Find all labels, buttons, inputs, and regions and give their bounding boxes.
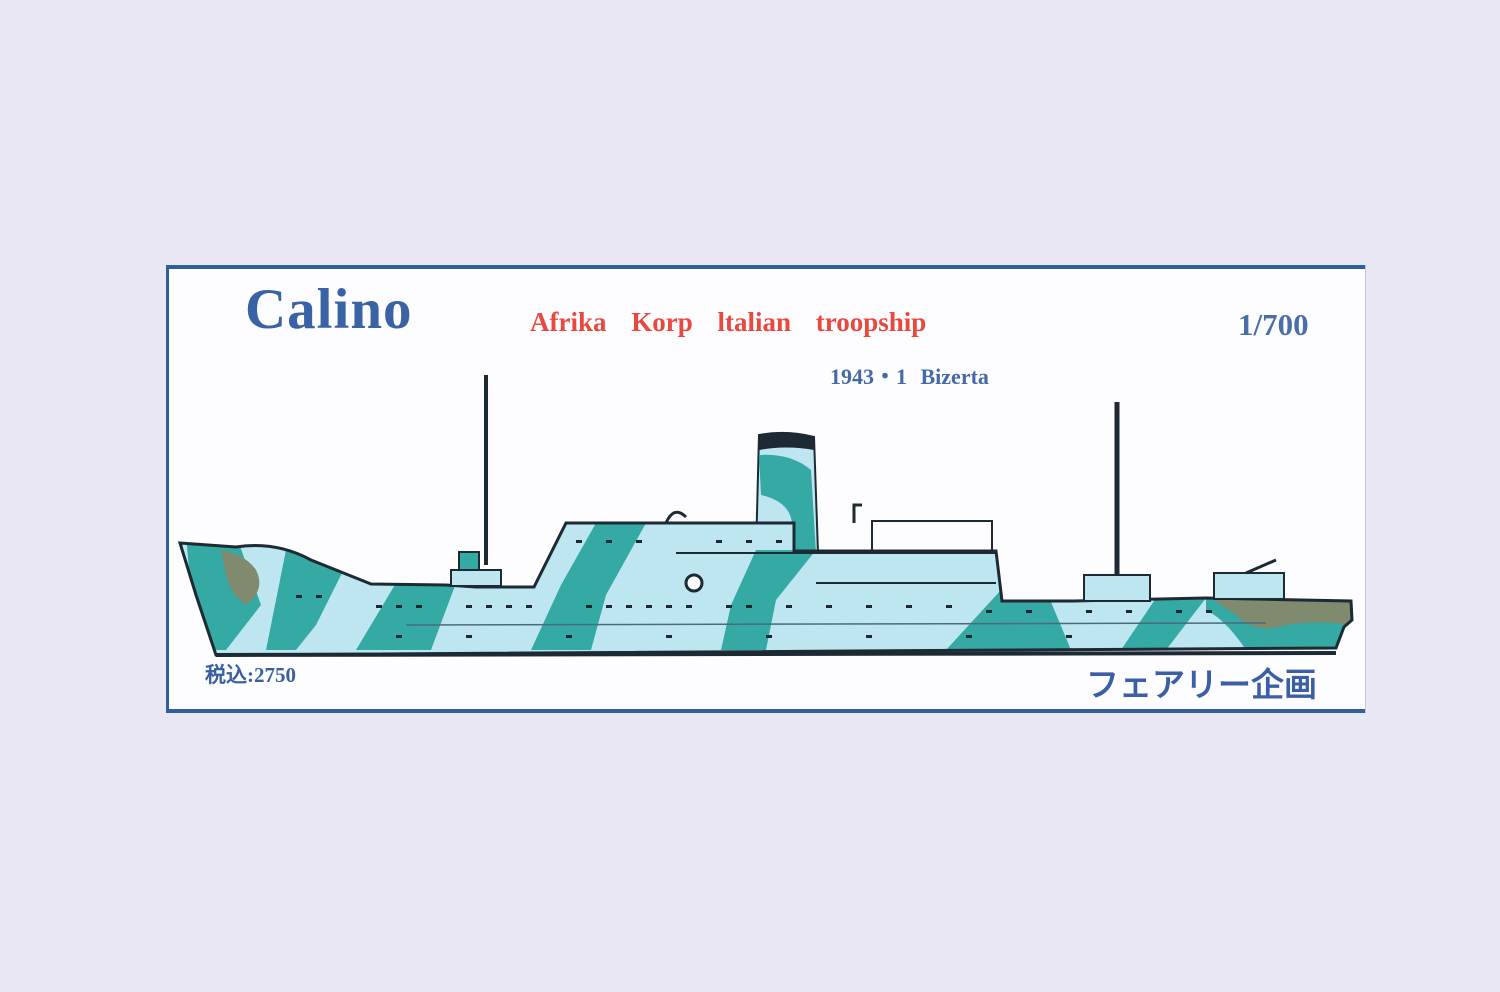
label-border-top (166, 265, 1366, 269)
ship-profile-illustration (177, 375, 1354, 657)
price-tag: 税込:2750 (205, 663, 296, 687)
label-border-right (1365, 265, 1366, 713)
label-border-bottom (166, 709, 1366, 713)
kit-label-card: Calino Afrika Korp ltalian troopship 1/7… (166, 265, 1366, 713)
funnel-cap (759, 432, 814, 450)
ship-description: Afrika Korp ltalian troopship (530, 307, 927, 337)
date-location: 1943・1 Bizerta (830, 364, 989, 389)
funnel-camo (759, 454, 816, 553)
label-border-left (166, 265, 169, 713)
waterline (215, 651, 1337, 657)
model-scale: 1/700 (1238, 307, 1309, 342)
ship-name-title: Calino (245, 278, 413, 341)
maker-name: フェアリー企画 (1086, 665, 1317, 704)
